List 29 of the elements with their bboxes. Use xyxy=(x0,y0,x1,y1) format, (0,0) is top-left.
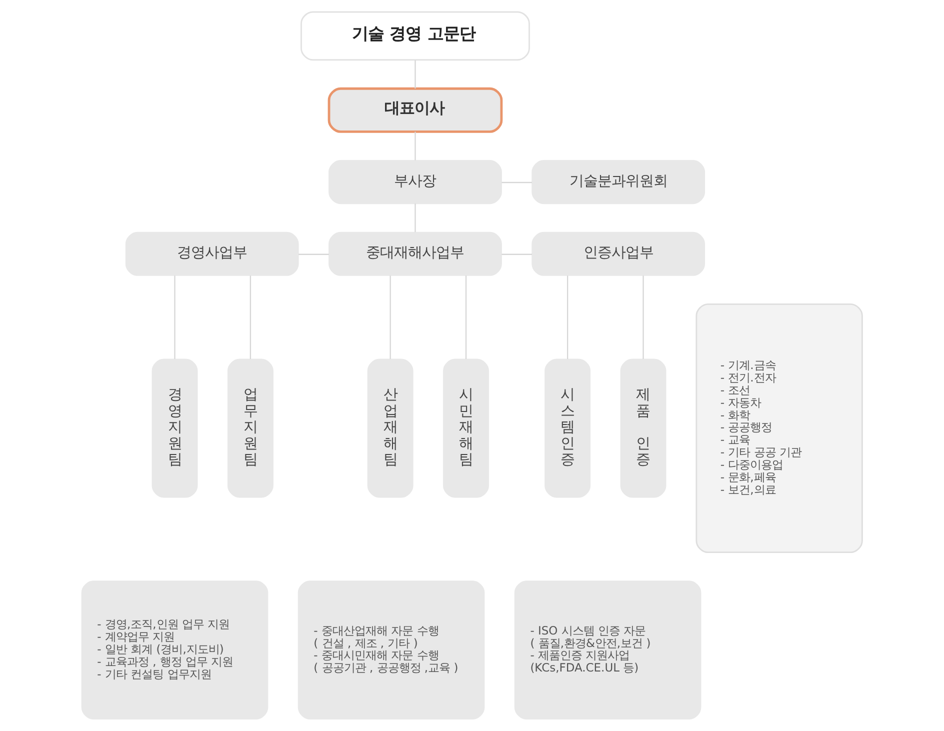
node-box: - 중대산업재해 자문 수행 ( 건설 , 제조 , 기타 ) - 중대시민재해 자문 수행 ( 공공기관 , 공공행정 ,교육 ) xyxy=(298,580,485,720)
node-box: 경영지원팀 xyxy=(152,358,198,498)
connector xyxy=(502,254,532,255)
connector xyxy=(567,276,568,360)
connector xyxy=(298,254,329,255)
node-box: 부사장 xyxy=(328,160,502,204)
node-box: 제품 인증 xyxy=(620,358,666,498)
connector xyxy=(642,276,644,360)
node-box: - ISO 시스템 인증 자문 ( 품질,환경&안전,보건 ) - 제품인증 지원사업 (KCs,FDA.CE.UL 등) xyxy=(514,580,702,720)
connector xyxy=(250,276,252,360)
connector xyxy=(502,182,532,184)
node-box: 시민재해팀 xyxy=(443,358,489,498)
node-box: 시스템인증 xyxy=(544,358,591,498)
node-box: - 경영,조직,인원 업무 지원 - 계약업무 지원 - 일반 회계 (경비,지도비) - 교육과정 , 행정 업무 지원 - 기타 컨설팅 업무지원 xyxy=(81,580,268,720)
node-box: 기술분과위원회 xyxy=(532,160,706,204)
connector xyxy=(390,276,391,360)
node-box: 인증사업부 xyxy=(532,232,706,276)
connector xyxy=(465,276,467,360)
node-box: 경영사업부 xyxy=(125,232,299,276)
node-box: 중대재해사업부 xyxy=(328,232,502,276)
node-box: 기술 경영 고문단 xyxy=(300,11,530,61)
node-box: 산업재해팀 xyxy=(367,358,414,498)
node-box: - 기계.금속 - 전기.전자 - 조선 - 자동차 - 화학 - 공공행정 - 교육 - 기타 공공 기관 - 다중이용업 - 문화,페육 - 보건,의료 xyxy=(696,303,863,554)
connector xyxy=(414,204,416,232)
connector xyxy=(414,60,416,89)
connector xyxy=(174,276,176,360)
node-box: 대표이사 xyxy=(328,87,503,133)
node-box: 업무지원팀 xyxy=(227,358,274,498)
connector xyxy=(414,132,416,160)
